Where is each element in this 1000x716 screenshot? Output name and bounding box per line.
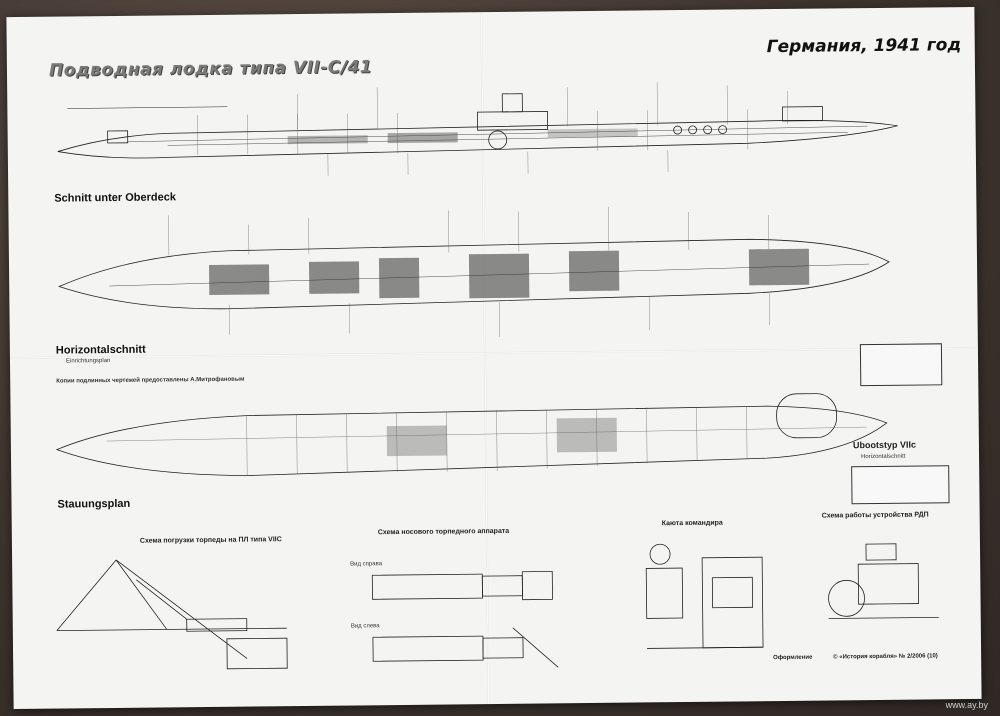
caption-torpedo-tube: Схема носового торпедного аппарата [377,527,510,537]
footer-source: © «История корабля» № 2/2006 (10) [833,653,938,661]
torpedo-tube-diagram [371,570,559,668]
horizontal-fold-line [9,346,978,360]
watermark: www.ay.by [945,700,988,710]
caption-view-right: Вид справа [350,561,383,568]
section-sublabel-horizontal: Einrichtungsplan [65,358,111,365]
blueprint-poster: Подводная лодка типа VII-C/41 Германия, … [6,6,982,710]
stauung-note: Копии подлинных чертежей предоставлены А… [56,376,245,385]
commander-cabin-diagram [645,543,764,649]
ubootstyp-sublabel: Horizontalschnitt [861,453,906,461]
caption-rdp: Схема работы устройства РДП [821,511,929,520]
caption-torpedo-loading: Схема погрузки торпеды на ПЛ типа VIIC [139,536,282,545]
rdp-scheme-diagram [828,543,939,619]
footer-design-label: Оформление [773,654,813,662]
notes-box [859,343,943,387]
oberdeck-section-drawing [58,206,890,337]
poster-country-year: Германия, 1941 год [766,35,962,58]
horizontal-plan-drawing [55,393,888,476]
title-block-stamp [851,465,950,505]
ubootstyp-label: Ubootstyp VIIc [852,439,916,451]
section-label-stauung: Stauungsplan [57,497,131,511]
section-label-horizontal: Horizontalschnitt [55,343,146,357]
side-profile-drawing [57,82,898,176]
torpedo-loading-diagram [56,559,288,670]
section-label-oberdeck: Schnitt unter Oberdeck [54,191,177,205]
caption-commander-cabin: Каюта командира [661,519,723,528]
